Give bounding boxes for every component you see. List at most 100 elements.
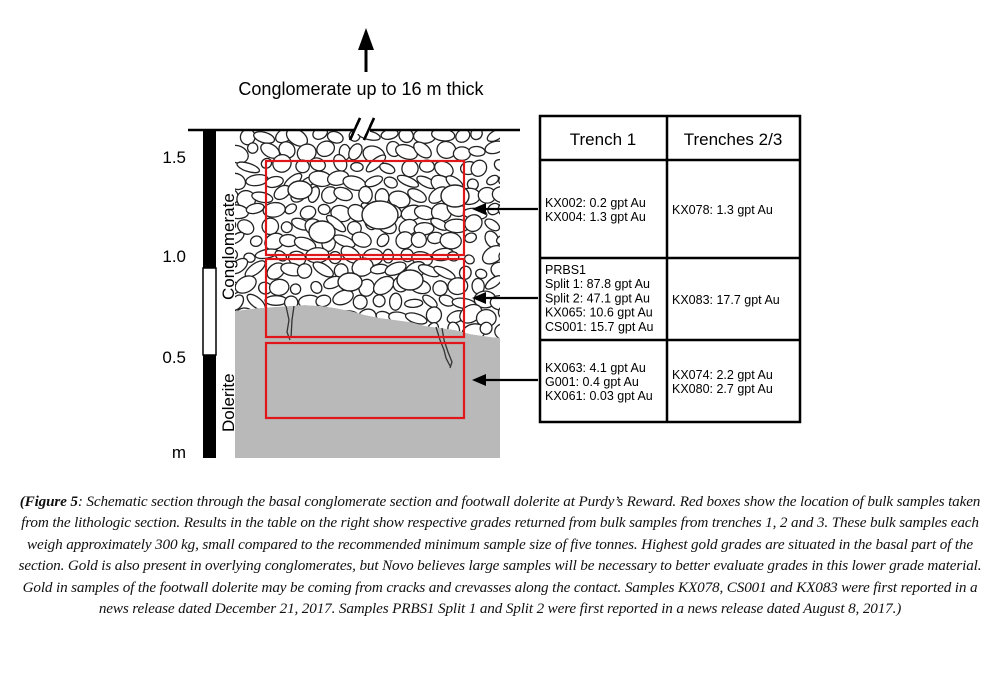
boulder: [287, 180, 313, 200]
clast: [264, 295, 288, 306]
clast: [499, 217, 525, 238]
scale-tick-0-5: 0.5: [162, 348, 186, 367]
table-cell-line: PRBS1: [545, 263, 586, 277]
clast: [235, 144, 249, 164]
clast: [351, 231, 372, 248]
top-label: Conglomerate up to 16 m thick: [238, 79, 484, 99]
boulder: [308, 220, 336, 244]
clast: [388, 292, 403, 311]
table-cell-line: KX065: 10.6 gpt Au: [545, 306, 653, 320]
table-header-trenches-2-3: Trenches 2/3: [684, 130, 783, 149]
clast: [396, 174, 420, 188]
table-cell-line: KX080: 2.7 gpt Au: [672, 382, 773, 396]
clast: [236, 161, 261, 174]
clast: [493, 159, 500, 172]
unit-label-dolerite: Dolerite: [219, 373, 238, 432]
clast: [251, 191, 274, 204]
table-cell-line: KX004: 1.3 gpt Au: [545, 210, 646, 224]
clast: [447, 277, 469, 296]
clast: [431, 130, 456, 142]
clast: [315, 294, 332, 308]
conglomerate-unit: [219, 125, 525, 351]
caption-lead: (Figure 5: [19, 493, 78, 510]
clast: [494, 322, 500, 338]
clast: [235, 275, 257, 294]
clast: [364, 175, 384, 188]
clast: [312, 261, 334, 278]
clast: [410, 231, 427, 249]
clast: [235, 231, 245, 245]
clast: [481, 244, 500, 265]
clast: [316, 140, 336, 158]
clast: [317, 203, 331, 216]
clast: [468, 145, 486, 157]
table-cell-line: KX074: 2.2 gpt Au: [672, 368, 773, 382]
clast: [246, 142, 259, 154]
clast: [372, 275, 395, 296]
clast: [289, 283, 302, 295]
clast: [326, 130, 344, 144]
clast: [498, 249, 500, 265]
clast: [376, 233, 390, 248]
clast: [249, 235, 263, 248]
clast: [491, 186, 500, 204]
clast: [380, 130, 399, 141]
clast: [239, 130, 256, 146]
clast: [346, 220, 362, 236]
clast: [310, 280, 323, 294]
clast: [484, 140, 500, 155]
clast: [268, 278, 290, 297]
clast: [452, 146, 472, 162]
figure-caption: (Figure 5: Schematic section through the…: [18, 491, 982, 619]
table-cell-line: KX083: 17.7 gpt Au: [672, 293, 780, 307]
clast: [463, 254, 475, 265]
clast: [484, 275, 500, 290]
clast: [235, 257, 249, 275]
clast: [484, 218, 500, 232]
table-cell-line: G001: 0.4 gpt Au: [545, 375, 639, 389]
boulder: [337, 272, 363, 292]
scale-bar: [202, 130, 217, 458]
clast: [413, 141, 432, 159]
clast: [383, 176, 398, 189]
clast: [395, 143, 418, 160]
clast: [379, 162, 396, 175]
clast: [296, 263, 313, 279]
clast: [221, 125, 236, 144]
pointer-arrow-2-icon: [472, 292, 538, 304]
clast: [495, 233, 500, 246]
clast: [350, 161, 364, 173]
scale-tick-1-0: 1.0: [162, 247, 186, 266]
boulder: [361, 200, 399, 230]
clast: [358, 185, 373, 204]
clast: [432, 280, 448, 297]
clast: [464, 214, 483, 233]
section-diagram: Conglomerate up to 16 m thick 1.5 1.0 0.…: [162, 28, 802, 462]
clast: [219, 160, 237, 179]
clast: [497, 305, 500, 320]
table-cell-line: KX078: 1.3 gpt Au: [672, 203, 773, 217]
clast: [486, 174, 500, 186]
caption-body: : Schematic section through the basal co…: [18, 493, 982, 618]
pointer-arrow-3-icon: [472, 374, 538, 386]
clast: [501, 338, 517, 351]
clast: [479, 321, 493, 335]
clast: [352, 294, 368, 310]
sample-box-upper: [264, 159, 466, 257]
clast: [470, 159, 488, 177]
clast: [235, 248, 239, 261]
top-surface: [188, 117, 520, 141]
pointer-arrow-1-icon: [472, 203, 538, 215]
clast: [407, 188, 427, 203]
results-table: Trench 1 Trenches 2/3 KX002: 0.2 gpt AuK…: [538, 114, 802, 424]
clast: [422, 294, 438, 309]
clast: [332, 289, 354, 306]
clast: [272, 153, 292, 173]
clast: [503, 141, 519, 159]
scale-unit: m: [172, 443, 186, 462]
sample-box-lower: [264, 341, 466, 420]
clast: [404, 298, 424, 309]
clast: [253, 130, 276, 144]
clast: [499, 271, 522, 294]
table-header-trench-1: Trench 1: [570, 130, 636, 149]
